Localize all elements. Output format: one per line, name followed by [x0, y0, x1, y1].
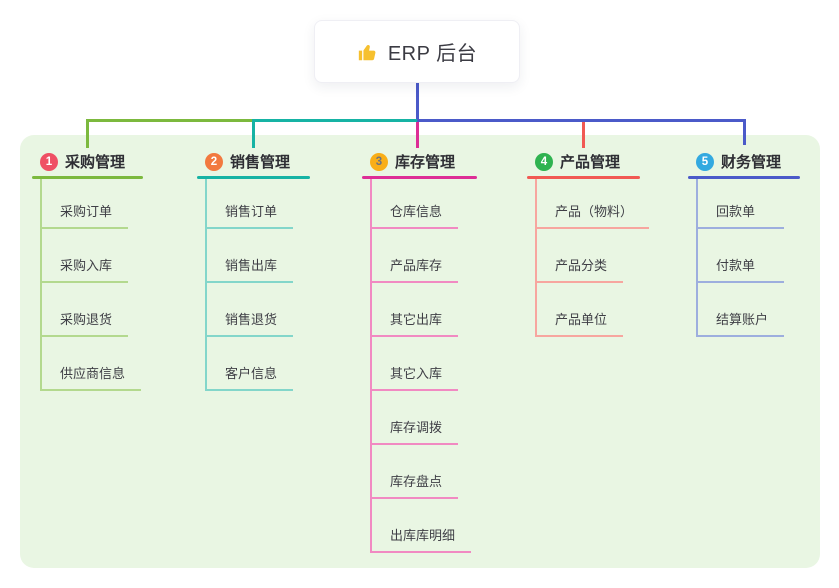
child-node-label: 产品分类	[555, 258, 608, 273]
child-node[interactable]: 销售退货	[207, 283, 294, 337]
mindmap-group-panel	[20, 135, 820, 568]
connector-drop-branch-5	[743, 119, 746, 145]
connector-drop-root	[416, 83, 419, 122]
branch-underline	[32, 176, 143, 179]
branch-procurement: 1 采购管理 采购订单 采购入库 采购退货 供应商信息	[32, 147, 143, 391]
child-node[interactable]: 产品库存	[372, 229, 459, 283]
branch-title-node[interactable]: 4 产品管理	[527, 147, 640, 176]
child-node[interactable]: 产品（物料）	[537, 179, 650, 229]
priority-badge: 3	[370, 152, 388, 171]
child-node-label: 其它入库	[390, 366, 443, 381]
branch-children: 回款单 付款单 结算账户	[696, 179, 800, 337]
connector-drop-branch-3	[416, 119, 419, 148]
connector-drop-branch-2	[252, 119, 255, 148]
child-node-label: 采购退货	[60, 312, 113, 327]
child-node-label: 回款单	[716, 204, 756, 219]
branch-children: 采购订单 采购入库 采购退货 供应商信息	[40, 179, 143, 391]
child-node[interactable]: 供应商信息	[42, 337, 142, 391]
branch-children: 产品（物料） 产品分类 产品单位	[535, 179, 650, 337]
child-node[interactable]: 库存盘点	[372, 445, 459, 499]
child-node-label: 库存盘点	[390, 474, 443, 489]
root-node-label: ERP 后台	[387, 43, 478, 65]
child-node[interactable]: 结算账户	[698, 283, 785, 337]
child-node[interactable]: 采购订单	[42, 179, 129, 229]
child-node[interactable]: 库存调拨	[372, 391, 459, 445]
child-node-label: 销售出库	[225, 258, 278, 273]
branch-sales: 2 销售管理 销售订单 销售出库 销售退货 客户信息	[197, 147, 310, 391]
child-node-label: 供应商信息	[60, 366, 126, 381]
child-node[interactable]: 销售出库	[207, 229, 294, 283]
child-node-label: 出库库明细	[390, 528, 456, 543]
child-node[interactable]: 客户信息	[207, 337, 294, 391]
child-node[interactable]: 产品单位	[537, 283, 624, 337]
priority-badge: 1	[40, 152, 58, 171]
child-node[interactable]: 产品分类	[537, 229, 624, 283]
connector-rail-green	[86, 119, 252, 122]
child-node-label: 产品（物料）	[555, 204, 634, 219]
branch-title-node[interactable]: 5 财务管理	[688, 147, 800, 176]
branch-product: 4 产品管理 产品（物料） 产品分类 产品单位	[527, 147, 650, 337]
priority-badge: 4	[535, 152, 553, 171]
child-node-label: 产品单位	[555, 312, 608, 327]
connector-drop-branch-4	[582, 119, 585, 148]
child-node-label: 产品库存	[390, 258, 443, 273]
branch-children: 仓库信息 产品库存 其它出库 其它入库 库存调拨 库存盘点 出库库明细	[370, 179, 477, 553]
branch-finance: 5 财务管理 回款单 付款单 结算账户	[688, 147, 800, 337]
child-node[interactable]: 采购退货	[42, 283, 129, 337]
child-node[interactable]: 付款单	[698, 229, 784, 283]
branch-underline	[362, 176, 477, 179]
child-node-label: 结算账户	[716, 312, 769, 327]
branch-underline	[197, 176, 310, 179]
child-node-label: 仓库信息	[390, 204, 443, 219]
child-node[interactable]: 其它出库	[372, 283, 459, 337]
priority-badge: 5	[696, 152, 714, 171]
branch-children: 销售订单 销售出库 销售退货 客户信息	[205, 179, 310, 391]
child-node-label: 其它出库	[390, 312, 443, 327]
branch-title-node[interactable]: 3 库存管理	[362, 147, 477, 176]
child-node[interactable]: 出库库明细	[372, 499, 472, 553]
priority-badge: 2	[205, 152, 223, 171]
child-node[interactable]: 仓库信息	[372, 179, 459, 229]
child-node[interactable]: 销售订单	[207, 179, 294, 229]
child-node-label: 采购订单	[60, 204, 113, 219]
child-node-label: 采购入库	[60, 258, 113, 273]
child-node-label: 销售退货	[225, 312, 278, 327]
child-node-label: 销售订单	[225, 204, 278, 219]
thumbs-up-icon	[357, 41, 379, 63]
branch-title-node[interactable]: 2 销售管理	[197, 147, 310, 176]
branch-underline	[688, 176, 800, 179]
child-node[interactable]: 回款单	[698, 179, 784, 229]
child-node[interactable]: 其它入库	[372, 337, 459, 391]
branch-title-label: 采购管理	[65, 154, 126, 171]
branch-title-node[interactable]: 1 采购管理	[32, 147, 143, 176]
branch-title-label: 财务管理	[721, 154, 782, 171]
branch-underline	[527, 176, 640, 179]
connector-drop-branch-1	[86, 119, 89, 148]
connector-rail-teal	[252, 119, 417, 122]
child-node-label: 客户信息	[225, 366, 278, 381]
connector-rail-blue	[417, 119, 746, 122]
branch-title-label: 库存管理	[395, 154, 456, 171]
root-node[interactable]: ERP 后台	[314, 20, 520, 83]
branch-inventory: 3 库存管理 仓库信息 产品库存 其它出库 其它入库 库存调拨 库存盘点 出库库…	[362, 147, 477, 553]
branch-title-label: 销售管理	[230, 154, 291, 171]
child-node-label: 库存调拨	[390, 420, 443, 435]
child-node[interactable]: 采购入库	[42, 229, 129, 283]
branch-title-label: 产品管理	[560, 154, 621, 171]
child-node-label: 付款单	[716, 258, 756, 273]
